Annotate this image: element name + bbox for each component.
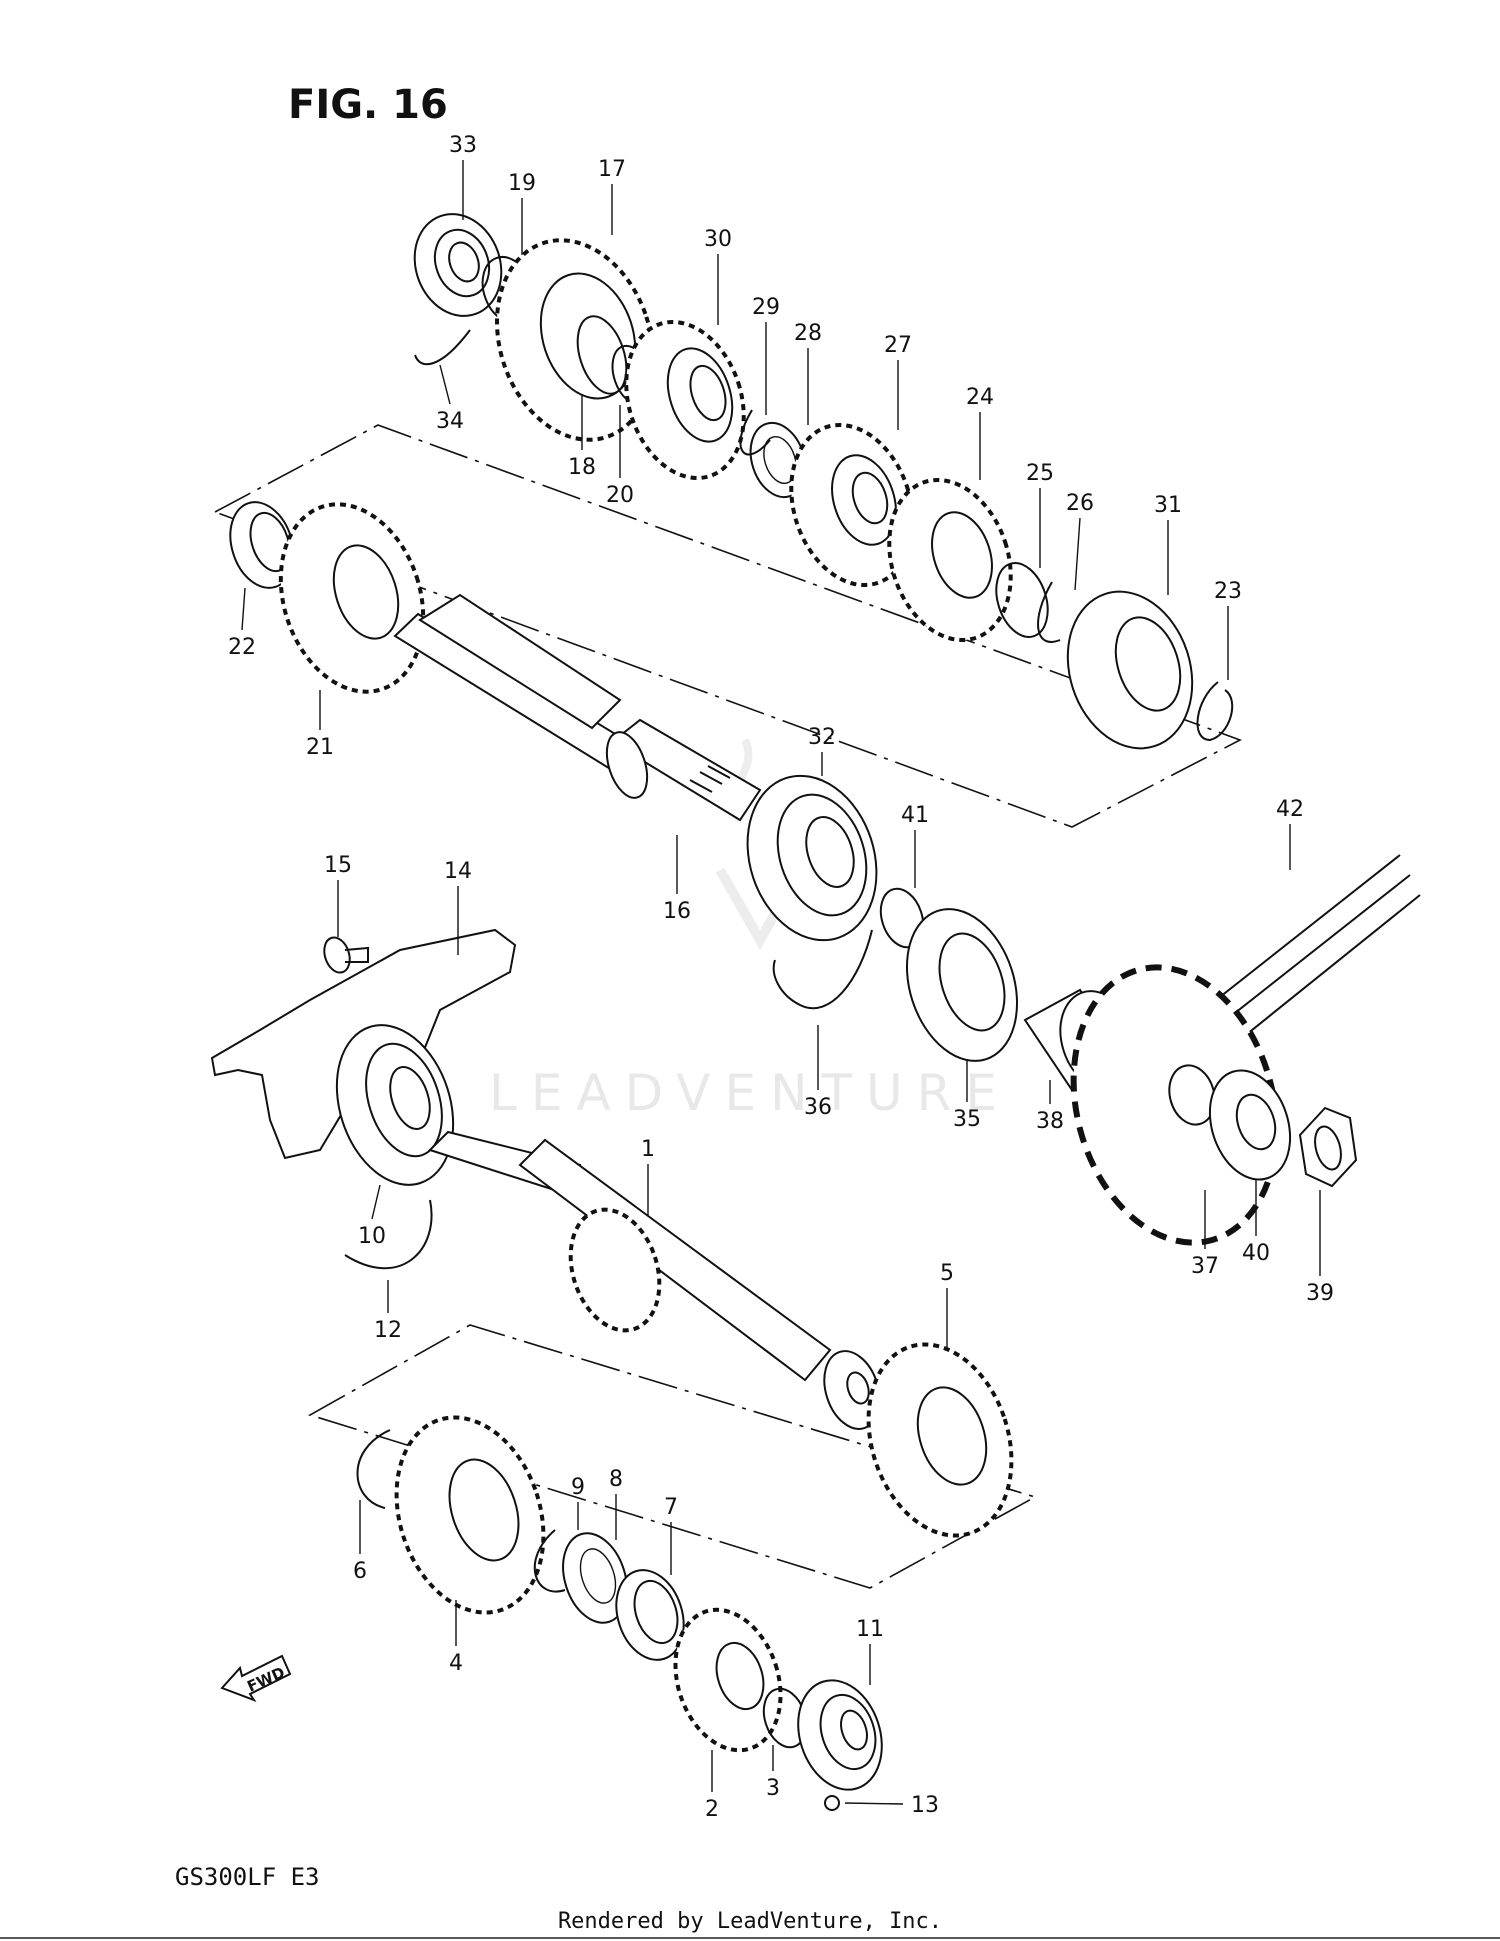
leader-line-13 (844, 1802, 904, 1805)
part-7-bushing[interactable] (605, 1561, 694, 1668)
footer-text: Rendered by LeadVenture, Inc. (558, 1909, 942, 1934)
part-31-gear[interactable] (1048, 575, 1212, 764)
part-39-nut[interactable] (1298, 1106, 1358, 1188)
final-drive-assembly (210, 854, 1421, 1265)
model-code: GS300LF E3 (175, 1863, 320, 1891)
callout-32[interactable]: 32 (808, 725, 836, 750)
callout-34[interactable]: 34 (436, 409, 464, 434)
callout-17[interactable]: 17 (598, 157, 626, 182)
part-35-oil-seal[interactable] (888, 895, 1035, 1076)
callout-2[interactable]: 2 (705, 1797, 719, 1822)
part-21-gear[interactable] (258, 486, 447, 711)
leader-line-22 (241, 587, 246, 631)
callout-29[interactable]: 29 (752, 295, 780, 320)
part-32-bearing[interactable] (727, 759, 897, 957)
callout-31[interactable]: 31 (1154, 493, 1182, 518)
callout-15[interactable]: 15 (324, 853, 352, 878)
part-11-bearing[interactable] (785, 1669, 896, 1800)
callout-30[interactable]: 30 (704, 227, 732, 252)
callout-38[interactable]: 38 (1036, 1109, 1064, 1134)
callout-1[interactable]: 1 (641, 1137, 655, 1162)
callout-11[interactable]: 11 (856, 1617, 884, 1642)
part-27-gear[interactable] (771, 409, 932, 601)
part-2-gear[interactable] (658, 1596, 798, 1764)
callout-19[interactable]: 19 (508, 171, 536, 196)
part-15-screw[interactable] (320, 934, 369, 976)
part-6-circlip[interactable] (356, 1429, 391, 1509)
callout-36[interactable]: 36 (804, 1095, 832, 1120)
callout-39[interactable]: 39 (1306, 1281, 1334, 1306)
callout-27[interactable]: 27 (884, 333, 912, 358)
part-36-circlip[interactable] (772, 929, 873, 1010)
callout-8[interactable]: 8 (609, 1467, 623, 1492)
callout-40[interactable]: 40 (1242, 1241, 1270, 1266)
leader-line-34 (439, 364, 451, 405)
callout-7[interactable]: 7 (664, 1495, 678, 1520)
figure-title: FIG. 16 (288, 82, 448, 128)
part-26-circlip[interactable] (1037, 581, 1061, 643)
part-33-bearing[interactable] (401, 202, 516, 328)
callout-18[interactable]: 18 (568, 455, 596, 480)
callout-21[interactable]: 21 (306, 735, 334, 760)
part-10-bearing[interactable] (317, 1010, 472, 1200)
part-23-circlip[interactable] (1196, 681, 1234, 742)
callout-12[interactable]: 12 (374, 1318, 402, 1343)
part-1-driveshaft[interactable] (428, 1130, 889, 1436)
callout-leaders (241, 160, 1321, 1805)
watermark-text: LEADVENTURE (489, 1064, 1011, 1122)
leader-line-26 (1074, 517, 1081, 591)
callout-35[interactable]: 35 (953, 1107, 981, 1132)
fwd-arrow: FWD (220, 1654, 292, 1703)
part-9-circlip[interactable] (533, 1529, 566, 1593)
callout-37[interactable]: 37 (1191, 1254, 1219, 1279)
part-29-circlip[interactable] (739, 409, 771, 456)
part-13-pin[interactable] (824, 1795, 840, 1811)
part-24-gear[interactable] (869, 464, 1030, 656)
callout-16[interactable]: 16 (663, 899, 691, 924)
callout-26[interactable]: 26 (1066, 491, 1094, 516)
callout-5[interactable]: 5 (940, 1261, 954, 1286)
callout-6[interactable]: 6 (353, 1559, 367, 1584)
part-30-gear[interactable] (607, 307, 763, 494)
callout-41[interactable]: 41 (901, 803, 929, 828)
callout-13[interactable]: 13 (911, 1793, 939, 1818)
callout-33[interactable]: 33 (449, 133, 477, 158)
callout-10[interactable]: 10 (358, 1224, 386, 1249)
callout-20[interactable]: 20 (606, 483, 634, 508)
callout-4[interactable]: 4 (449, 1651, 463, 1676)
callout-24[interactable]: 24 (966, 385, 994, 410)
part-34-circlip[interactable] (414, 329, 471, 366)
driveshaft-assembly (307, 1010, 1038, 1811)
part-37-engine-sprocket[interactable] (1044, 944, 1306, 1265)
callout-23[interactable]: 23 (1214, 579, 1242, 604)
part-40-lock-washer[interactable] (1197, 1060, 1304, 1190)
countershaft-assembly (213, 202, 1242, 957)
callout-25[interactable]: 25 (1026, 461, 1054, 486)
callout-22[interactable]: 22 (228, 635, 256, 660)
part-4-gear[interactable] (373, 1398, 568, 1631)
part-5-gear[interactable] (845, 1326, 1035, 1554)
callout-14[interactable]: 14 (444, 859, 472, 884)
callout-3[interactable]: 3 (766, 1776, 780, 1801)
part-8-washer[interactable] (552, 1525, 637, 1631)
part-16-countershaft[interactable] (393, 593, 762, 822)
part-12-circlip[interactable] (344, 1199, 433, 1270)
callout-42[interactable]: 42 (1276, 797, 1304, 822)
callout-28[interactable]: 28 (794, 321, 822, 346)
callout-9[interactable]: 9 (571, 1475, 585, 1500)
leader-line-10 (371, 1184, 381, 1220)
lower-group-outline (307, 1324, 1038, 1589)
upper-group-outline (213, 424, 1242, 828)
part-25-washer[interactable] (987, 556, 1056, 643)
